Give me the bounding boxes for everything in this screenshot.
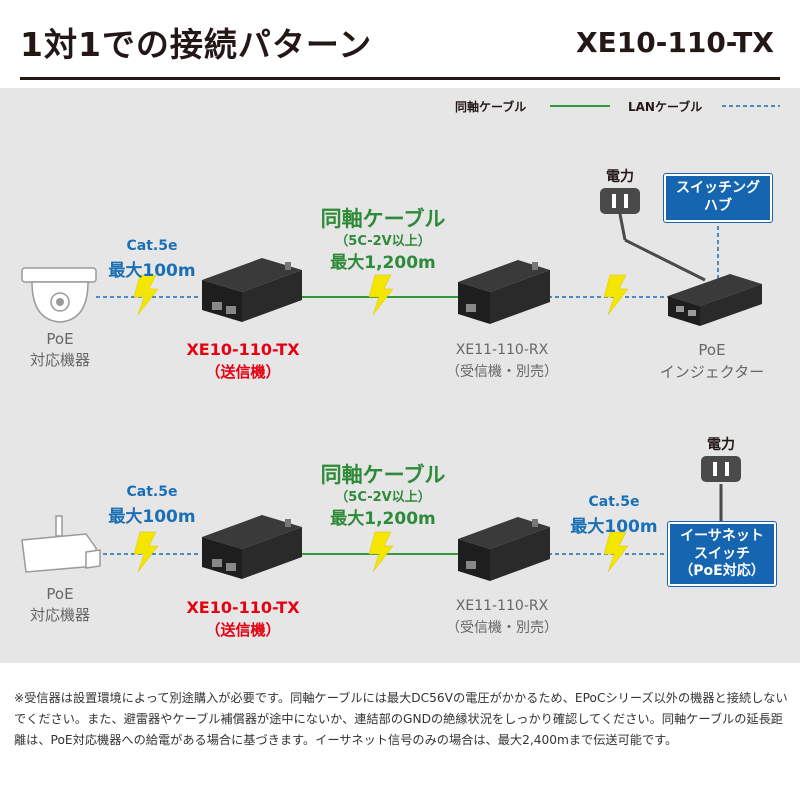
row2-power-outlet [701, 456, 741, 482]
row1-coax-spec: （5C-2V以上） [335, 234, 431, 249]
row1-switch-line-2: ハブ [704, 197, 732, 214]
row1-receiver-name: XE11-110-RX [455, 342, 549, 358]
header-rule [20, 77, 780, 80]
row1-coax-title: 同軸ケーブル [320, 207, 446, 231]
row2-transmitter-name: XE10-110-TX [186, 598, 300, 617]
row2-transmitter-device [202, 515, 302, 579]
row1-injector-label-1: PoE [698, 341, 726, 359]
row1-lan-spec-cat: Cat.5e [126, 238, 178, 254]
row1-transmitter-role: （送信機） [205, 363, 281, 381]
row1-bolt-3 [603, 274, 629, 316]
row1-dome-camera [21, 267, 97, 323]
row2-receiver-role: （受信機・別売） [446, 620, 558, 636]
legend-lan-label: LANケーブル [628, 100, 703, 114]
row2-lan-spec-distance: 最大100m [108, 507, 196, 527]
row2-bolt-3 [603, 531, 629, 573]
row2-switch-line-2: スイッチ [694, 545, 750, 562]
row2-switch-line-1: イーサネット [680, 528, 764, 544]
row2-lan-right-spec-cat: Cat.5e [588, 494, 640, 510]
row1-transmitter-name: XE10-110-TX [186, 340, 300, 359]
row1-receiver-device [458, 260, 550, 324]
row1-poe-injector [668, 274, 762, 326]
row1-power-label: 電力 [606, 169, 634, 185]
row1-receiver-role: （受信機・別売） [446, 364, 558, 380]
row1-injector-label-2: インジェクター [659, 363, 765, 381]
row1-switch-line-1: スイッチング [676, 180, 760, 196]
row2-bolt-2 [368, 531, 394, 573]
page-title: 1対1での接続パターン [20, 25, 373, 64]
row1-coax-max: 最大1,200m [330, 253, 436, 273]
row1-lan-spec-distance: 最大100m [108, 261, 196, 281]
row1-switching-hub-box: スイッチング ハブ [663, 173, 773, 223]
row2-receiver-name: XE11-110-RX [455, 598, 549, 614]
row1-power-outlet [600, 188, 706, 282]
row2-lan-spec-cat: Cat.5e [126, 484, 178, 500]
row2-coax-spec: （5C-2V以上） [335, 490, 431, 505]
row2-lan-right-spec-distance: 最大100m [570, 517, 658, 537]
row1-bolt-1 [133, 274, 159, 316]
row2-bolt-1 [133, 531, 159, 573]
model-number: XE10-110-TX [576, 26, 774, 59]
row2-coax-title: 同軸ケーブル [320, 463, 446, 487]
row2-switch-line-3: （PoE対応） [679, 563, 765, 579]
row2-bullet-camera [21, 515, 101, 573]
row2-source-label-2: 対応機器 [29, 606, 91, 624]
row2-coax-max: 最大1,200m [330, 509, 436, 529]
row2-transmitter-role: （送信機） [205, 621, 281, 639]
row2-source-label-1: PoE [46, 585, 74, 603]
row1-source-label-2: 対応機器 [29, 351, 91, 369]
legend-coax-label: 同軸ケーブル [455, 100, 527, 114]
row2-receiver-device [458, 517, 550, 581]
row1-source-label-1: PoE [46, 330, 74, 348]
row1-transmitter-device [202, 258, 302, 322]
row2-ethernet-switch-box: イーサネット スイッチ （PoE対応） [667, 521, 777, 587]
footnote: ※受信器は設置環境によって別途購入が必要です。同軸ケーブルには最大DC56Vの電… [14, 691, 788, 747]
row2-power-label: 電力 [707, 437, 735, 453]
row1-bolt-2 [368, 274, 394, 316]
